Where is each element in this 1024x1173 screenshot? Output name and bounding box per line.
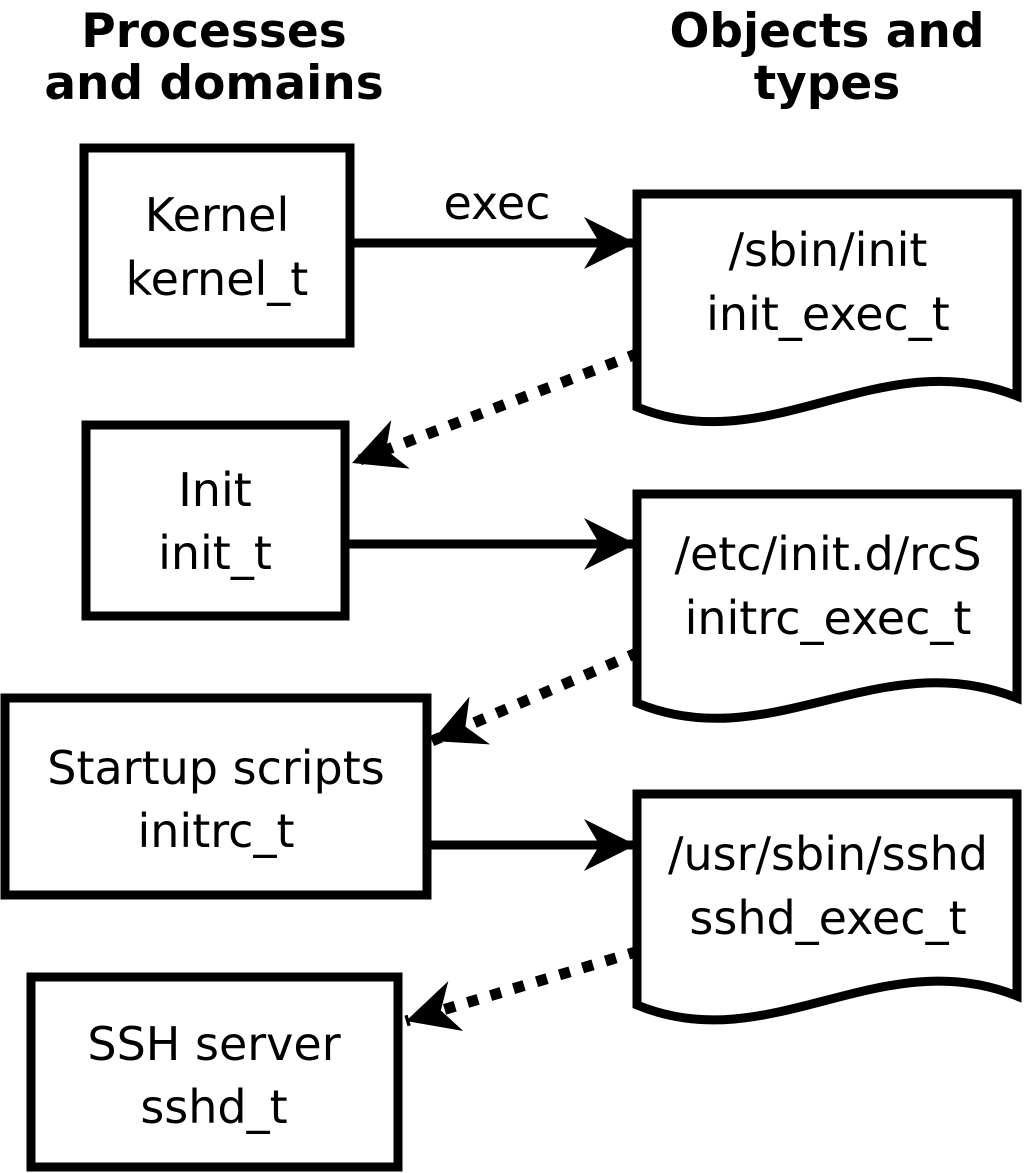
process-startup-scripts-type: initrc_t bbox=[138, 804, 295, 858]
process-box-init-rect bbox=[81, 420, 350, 621]
process-init-type: init_t bbox=[158, 526, 272, 580]
column-header-objects: Objects and types bbox=[669, 4, 984, 111]
process-box-startup-scripts-rect bbox=[0, 693, 432, 900]
object-doc-etc-initd-rcS-shape bbox=[632, 489, 1022, 723]
object-doc-etc-initd-rcS: /etc/init.d/rcS initrc_exec_t bbox=[632, 489, 1022, 723]
header-objects-line2: types bbox=[754, 56, 901, 111]
object-sbin-init-path: /sbin/init bbox=[729, 223, 928, 277]
column-header-processes: Processes and domains bbox=[44, 4, 383, 111]
process-box-init: Init init_t bbox=[81, 420, 350, 621]
object-sbin-init-type: init_exec_t bbox=[706, 287, 950, 341]
object-doc-usr-sbin-sshd: /usr/sbin/sshd sshd_exec_t bbox=[632, 789, 1022, 1025]
object-usr-sbin-sshd-type: sshd_exec_t bbox=[689, 891, 966, 945]
transition-arrow-to-init-domain bbox=[350, 347, 641, 469]
transition-arrow-to-initrc-domain bbox=[429, 646, 642, 747]
process-ssh-server-type: sshd_t bbox=[140, 1080, 287, 1134]
process-kernel-name: Kernel bbox=[145, 188, 290, 242]
process-ssh-server-name: SSH server bbox=[87, 1017, 340, 1071]
transition-arrow-to-sshd-domain bbox=[404, 945, 641, 1031]
process-box-kernel: Kernel kernel_t bbox=[79, 143, 355, 348]
object-usr-sbin-sshd-path: /usr/sbin/sshd bbox=[668, 827, 988, 881]
header-processes-line1: Processes bbox=[81, 4, 346, 59]
process-box-startup-scripts: Startup scripts initrc_t bbox=[0, 693, 432, 900]
object-doc-usr-sbin-sshd-shape bbox=[632, 789, 1022, 1025]
exec-arrow-kernel-to-init-binary: exec bbox=[350, 176, 636, 269]
process-box-ssh-server-rect bbox=[26, 972, 403, 1172]
process-init-name: Init bbox=[178, 463, 252, 517]
arrow-line bbox=[404, 945, 641, 1031]
header-processes-line2: and domains bbox=[44, 56, 383, 111]
object-etc-initd-rcS-type: initrc_exec_t bbox=[685, 591, 972, 645]
object-doc-sbin-init-shape bbox=[632, 189, 1022, 427]
object-doc-sbin-init: /sbin/init init_exec_t bbox=[632, 189, 1022, 427]
header-objects-line1: Objects and bbox=[669, 4, 984, 59]
process-box-kernel-rect bbox=[79, 143, 355, 348]
process-kernel-type: kernel_t bbox=[126, 252, 309, 306]
object-etc-initd-rcS-path: /etc/init.d/rcS bbox=[674, 527, 981, 581]
arrow-line bbox=[350, 347, 641, 469]
process-box-ssh-server: SSH server sshd_t bbox=[26, 972, 403, 1172]
arrow-line bbox=[429, 646, 642, 747]
process-startup-scripts-name: Startup scripts bbox=[47, 741, 385, 795]
exec-arrow-label: exec bbox=[444, 176, 551, 230]
